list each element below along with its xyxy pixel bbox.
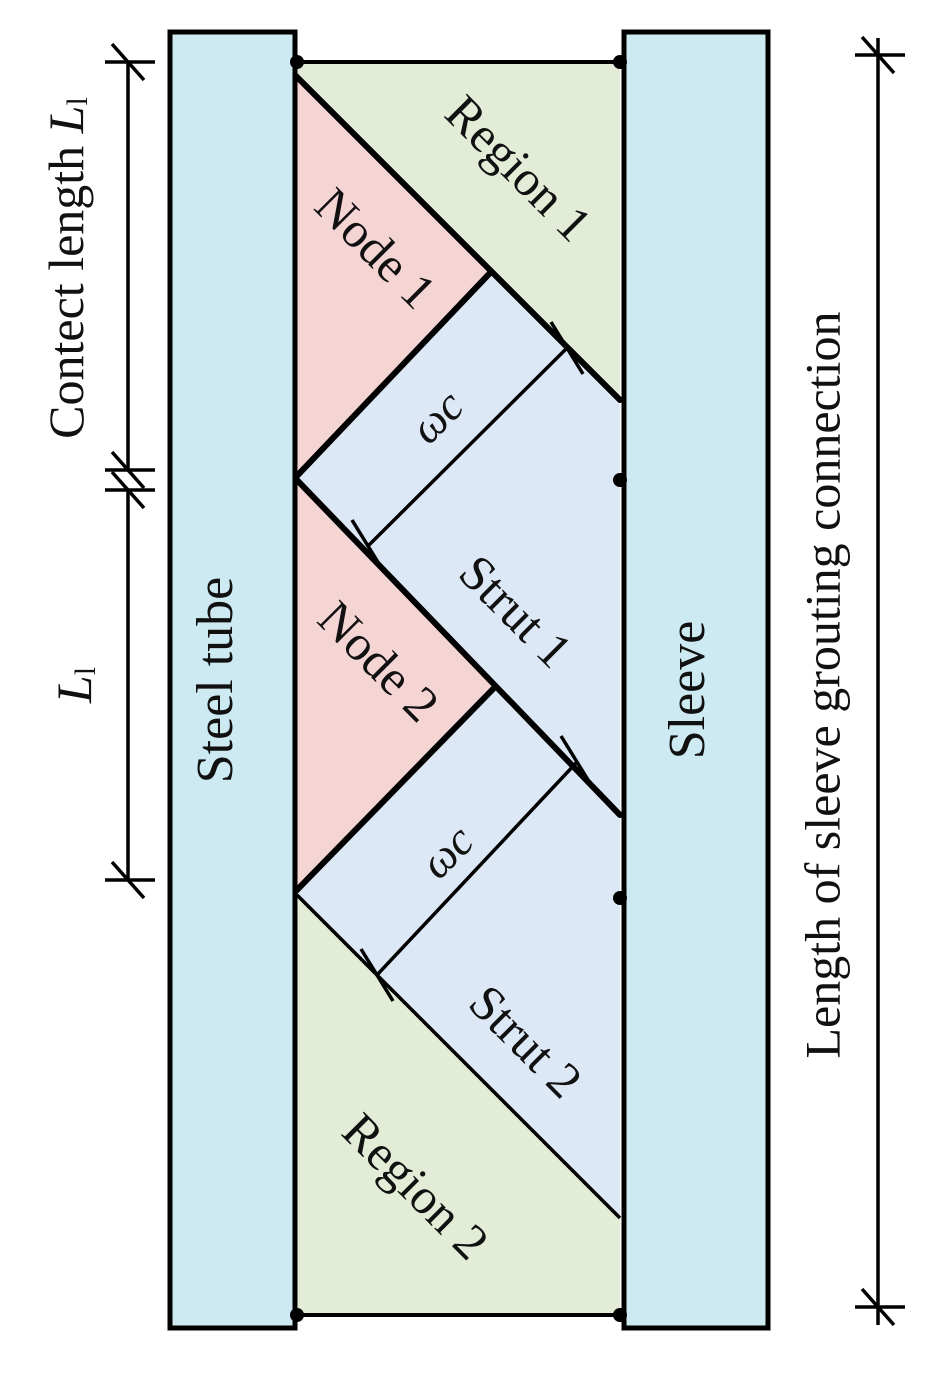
sleeve-label: Sleeve [659,621,716,760]
strut-1-area [295,273,620,815]
strut-2-area [295,688,620,1218]
node-1-area [295,75,490,478]
steel-tube-label: Steel tube [187,577,244,784]
right-dimension-line [855,35,905,1327]
contact-length-label: Contect length Ll [38,97,94,439]
left-dimension-lines [105,42,155,900]
sleeve [621,29,771,1331]
l1-dimension-label: Ll [46,667,102,704]
region-2-area [297,895,620,1315]
total-length-label: Length of sleeve grouting connection [794,312,850,1059]
hinge-dots [290,55,627,1322]
strut-width-markers [295,321,622,1220]
steel-tube [167,29,298,1331]
node-2-area [295,478,494,892]
